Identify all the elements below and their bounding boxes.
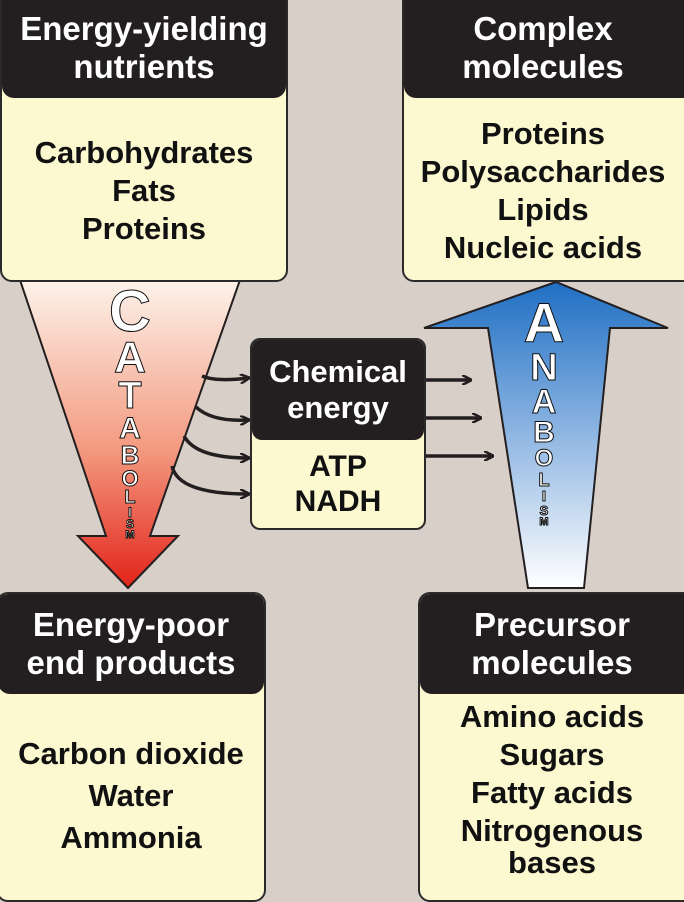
complex-molecules-box: Complex molecules Proteins Polysaccharid… [402, 0, 684, 282]
box-header: Complex molecules [404, 0, 684, 98]
energy-arrow-2 [194, 405, 248, 420]
box-title-line: Complex [473, 10, 613, 47]
box-body: Carbon dioxide Water Ammonia [0, 694, 264, 888]
catabolism-label: C A T A B O L I S M [100, 279, 160, 541]
catabolism-letter: A [114, 333, 147, 382]
list-item: Water [88, 778, 174, 813]
box-title-line: energy [287, 390, 389, 425]
catabolism-letter: O [121, 466, 139, 491]
catabolism-letter: C [109, 279, 152, 344]
anabolism-label: A N A B O L I S M [514, 291, 574, 528]
box-body: ATP NADH [252, 440, 424, 528]
box-title-line: end products [26, 644, 236, 681]
anabolism-letter: L [538, 470, 550, 490]
anabolism-energy-arrows [426, 380, 492, 456]
catabolism-energy-arrows [170, 376, 248, 494]
box-header: Precursor molecules [420, 594, 684, 694]
box-title-line: molecules [462, 48, 624, 85]
precursor-molecules-box: Precursor molecules Amino acids Sugars F… [418, 592, 684, 902]
energy-arrow-1 [201, 376, 248, 380]
anabolism-letter: B [533, 416, 556, 449]
anabolism-letter: O [534, 445, 554, 472]
box-header: Chemical energy [252, 340, 424, 440]
list-item: Sugars [499, 737, 605, 772]
list-item: Amino acids [459, 699, 645, 734]
list-item: Carbohydrates [34, 135, 254, 170]
list-item: Proteins [81, 211, 207, 246]
catabolism-letter: T [118, 375, 142, 417]
catabolism-letter: S [125, 517, 134, 531]
list-item: Lipids [497, 192, 589, 227]
list-item: Carbon dioxide [18, 736, 244, 771]
energy-yielding-nutrients-box: Energy-yielding nutrients Carbohydrates … [0, 0, 288, 282]
box-title-line: Precursor [474, 606, 630, 643]
box-title-line: molecules [471, 644, 633, 681]
list-item: NADH [294, 485, 382, 518]
list-item: Nitrogenous [460, 813, 644, 848]
catabolism-letter: M [125, 529, 135, 541]
box-title-line: Energy-yielding [20, 10, 268, 47]
box-title-line: Energy-poor [32, 606, 230, 643]
box-header: Energy-yielding nutrients [2, 0, 286, 98]
list-item: Fatty acids [471, 775, 633, 810]
anabolism-arrow [423, 280, 669, 589]
catabolism-letter: B [120, 440, 140, 470]
list-item: Polysaccharides [420, 154, 666, 189]
box-body: Carbohydrates Fats Proteins [2, 98, 286, 280]
energy-arrow-3 [182, 435, 248, 458]
energy-arrow-4 [170, 465, 248, 494]
catabolism-letter: I [128, 504, 133, 520]
anabolism-letter: A [531, 383, 557, 421]
list-item: Ammonia [60, 820, 202, 855]
energy-poor-end-products-box: Energy-poor end products Carbon dioxide … [0, 592, 266, 902]
anabolism-letter: I [541, 488, 547, 505]
box-title-line: Chemical [269, 354, 407, 389]
box-body: Amino acids Sugars Fatty acids Nitrogeno… [420, 694, 684, 878]
list-item: Proteins [480, 116, 606, 151]
anabolism-letter: S [539, 503, 549, 518]
list-item: ATP [309, 450, 367, 483]
box-body: Proteins Polysaccharides Lipids Nucleic … [404, 98, 684, 280]
anabolism-letter: N [530, 347, 558, 389]
catabolism-letter: A [119, 412, 142, 445]
anabolism-letter: A [523, 291, 565, 354]
list-item: bases [508, 845, 596, 880]
anabolism-letter: M [539, 516, 549, 528]
catabolism-letter: L [124, 487, 136, 507]
catabolism-arrow [18, 279, 242, 590]
chemical-energy-box: Chemical energy ATP NADH [250, 338, 426, 530]
box-header: Energy-poor end products [0, 594, 264, 694]
box-title-line: nutrients [73, 48, 215, 85]
list-item: Nucleic acids [443, 230, 643, 265]
list-item: Fats [112, 173, 176, 208]
